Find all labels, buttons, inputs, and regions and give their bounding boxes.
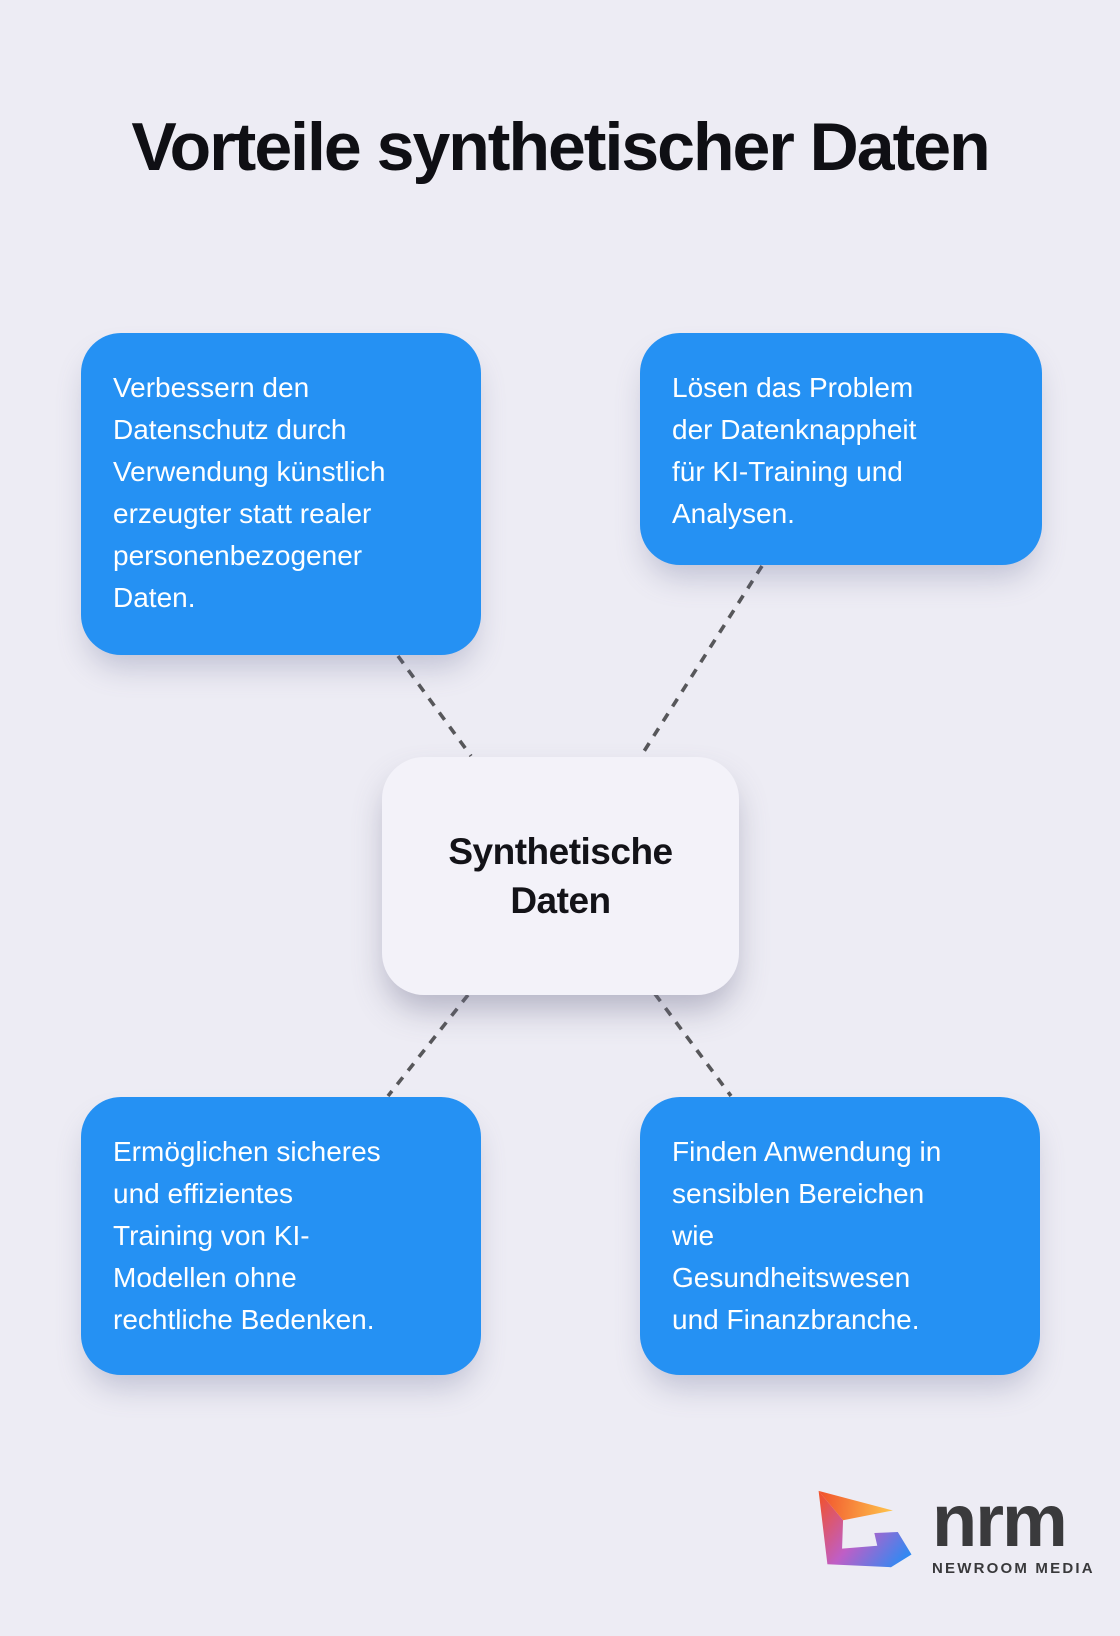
brand-subtitle: NEWROOM MEDIA	[932, 1560, 1095, 1577]
connector-top-left	[396, 654, 473, 758]
brand-logo: nrm NEWROOM MEDIA	[816, 1479, 1095, 1578]
center-node: Synthetische Daten	[382, 757, 739, 995]
nrm-logo-icon	[818, 1490, 912, 1568]
connector-bottom-left	[386, 993, 470, 1098]
benefit-card-bottom-right: Finden Anwendung in sensiblen Bereichen …	[640, 1097, 1040, 1375]
benefit-card-bottom-left: Ermöglichen sicheres und effizientes Tra…	[81, 1097, 481, 1375]
connector-top-right	[639, 565, 764, 757]
brand-text-block: nrm NEWROOM MEDIA	[932, 1479, 1095, 1578]
benefit-card-top-right: Lösen das Problem der Datenknappheit für…	[640, 333, 1042, 565]
benefit-text-top-right: Lösen das Problem der Datenknappheit für…	[672, 372, 917, 529]
connector-bottom-right	[653, 992, 733, 1098]
brand-name: nrm	[932, 1479, 1068, 1562]
center-node-label: Synthetische Daten	[448, 831, 673, 921]
page-title: Vorteile synthetischer Daten	[131, 109, 990, 185]
benefit-card-top-left: Verbessern den Datenschutz durch Verwend…	[81, 333, 481, 655]
benefit-text-top-left: Verbessern den Datenschutz durch Verwend…	[113, 372, 386, 613]
benefit-text-bottom-left: Ermöglichen sicheres und effizientes Tra…	[113, 1136, 381, 1335]
benefit-text-bottom-right: Finden Anwendung in sensiblen Bereichen …	[672, 1136, 942, 1335]
